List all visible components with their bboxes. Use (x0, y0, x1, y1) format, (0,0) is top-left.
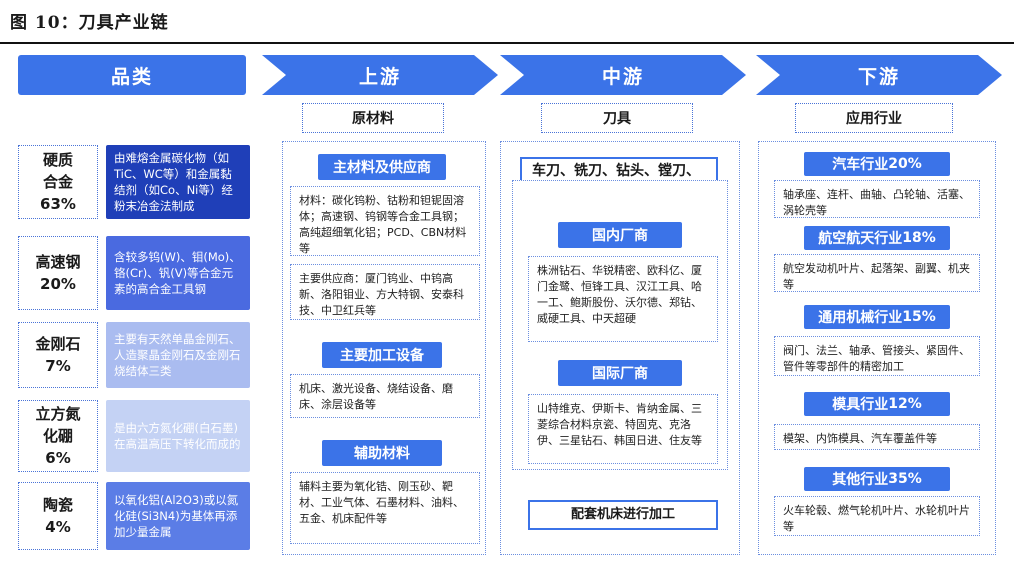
title-rule (0, 42, 1014, 44)
domestic-text: 株洲钻石、华锐精密、欧科亿、厦门金鹭、恒锋工具、汉江工具、哈一工、鲍斯股份、沃尔… (528, 256, 718, 342)
header-downstream: 下游 (756, 55, 1002, 95)
auxiliary-label: 辅助材料 (322, 440, 442, 466)
category-name-line: 高速钢 (35, 253, 81, 271)
figure-title: 图 10：刀具产业链 (10, 13, 169, 33)
category-name: 高速钢 20% (18, 236, 98, 310)
auxiliary-text: 辅料主要为氧化锆、刚玉砂、靶材、工业气体、石墨材料、油料、五金、机床配件等 (290, 472, 480, 544)
category-desc: 由难熔金属碳化物（如TiC、WC等）和金属黏结剂（如Co、Ni等）经粉末冶金法制… (106, 145, 250, 219)
machining-box: 配套机床进行加工 (528, 500, 718, 530)
main-materials-label: 主材料及供应商 (318, 154, 446, 180)
category-name-line: 硬质 (42, 151, 73, 169)
industry-label: 通用机械行业 15% (804, 305, 950, 329)
category-share: 7% (45, 357, 71, 375)
equipment-text: 机床、激光设备、烧结设备、磨床、涂层设备等 (290, 374, 480, 418)
header-upstream: 上游 (262, 55, 498, 95)
category-desc: 含较多钨(W)、钼(Mo)、铬(Cr)、钒(V)等合金元素的高合金工具钢 (106, 236, 250, 310)
category-name-line: 立方氮 (35, 405, 81, 423)
industry-text: 火车轮毂、燃气轮机叶片、水轮机叶片等 (774, 496, 980, 536)
materials-text: 材料：碳化钨粉、钴粉和钽铌固溶体；高速钢、钨钢等合金工具钢；高纯超细氧化铝；PC… (290, 186, 480, 256)
domestic-label: 国内厂商 (558, 222, 682, 248)
industry-label: 航空航天行业 18% (804, 226, 950, 250)
category-name-line: 合金 (42, 173, 73, 191)
industry-label: 模具行业 12% (804, 392, 950, 416)
category-share: 63% (40, 195, 76, 213)
subheader-downstream: 应用行业 (795, 103, 953, 133)
industry-text: 阀门、法兰、轴承、管接头、紧固件、管件等零部件的精密加工 (774, 336, 980, 376)
industry-text: 模架、内饰模具、汽车覆盖件等 (774, 424, 980, 450)
industry-text: 航空发动机叶片、起落架、副翼、机夹等 (774, 254, 980, 292)
category-name: 陶瓷 4% (18, 482, 98, 550)
industry-label: 其他行业 35% (804, 467, 950, 491)
category-name: 立方氮 化硼 6% (18, 400, 98, 472)
category-name-line: 陶瓷 (42, 496, 73, 514)
category-name: 金刚石 7% (18, 322, 98, 388)
category-share: 4% (45, 518, 71, 536)
equipment-label: 主要加工设备 (322, 342, 442, 368)
category-name-line: 化硼 (42, 427, 73, 445)
category-desc: 以氧化铝(Al2O3)或以氮化硅(Si3N4)为基体再添加少量金属 (106, 482, 250, 550)
subheader-midstream: 刀具 (541, 103, 693, 133)
international-label: 国际厂商 (558, 360, 682, 386)
header-midstream: 中游 (500, 55, 746, 95)
category-desc: 是由六方氮化硼(白石墨)在高温高压下转化而成的 (106, 400, 250, 472)
category-share: 6% (45, 449, 71, 467)
category-name-line: 金刚石 (35, 335, 81, 353)
header-category: 品类 (18, 55, 246, 95)
industry-text: 轴承座、连杆、曲轴、凸轮轴、活塞、涡轮壳等 (774, 180, 980, 218)
category-name: 硬质 合金 63% (18, 145, 98, 219)
international-text: 山特维克、伊斯卡、肯纳金属、三菱综合材料京瓷、特固克、克洛伊、三星钻石、韩国日进… (528, 394, 718, 464)
industry-label: 汽车行业 20% (804, 152, 950, 176)
category-share: 20% (40, 275, 76, 293)
suppliers-text: 主要供应商：厦门钨业、中钨高新、洛阳钼业、方大特钢、安泰科技、中卫红兵等 (290, 264, 480, 320)
category-desc: 主要有天然单晶金刚石、人造聚晶金刚石及金刚石烧结体三类 (106, 322, 250, 388)
subheader-upstream: 原材料 (302, 103, 444, 133)
